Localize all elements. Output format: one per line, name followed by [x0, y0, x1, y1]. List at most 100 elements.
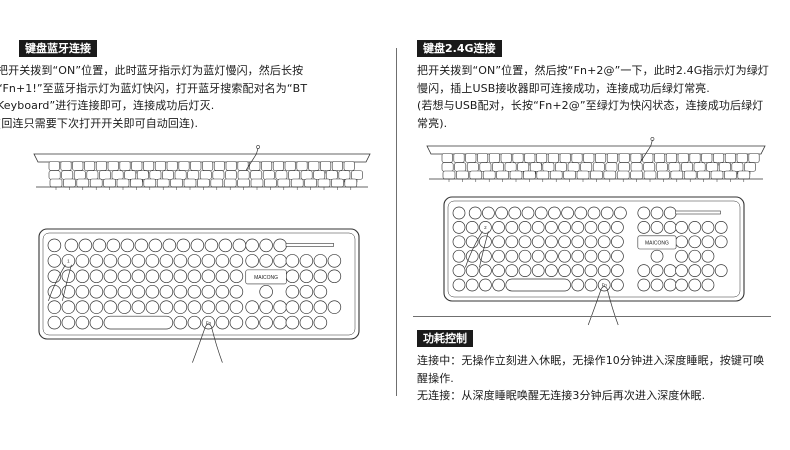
keycap: [574, 206, 588, 220]
numpad-keycap: [299, 254, 314, 268]
power-line-1: 连接中：无操作立刻进入休眠，无操作10分钟进入深度睡眠，按键可唤: [417, 354, 765, 367]
keycap: [452, 206, 466, 220]
keycap: [545, 235, 558, 249]
side-keycap: [237, 170, 250, 180]
keycap: [89, 284, 104, 299]
numpad-keycap: [675, 264, 688, 277]
nav-keycap: [663, 278, 677, 292]
keycap: [75, 300, 90, 314]
keycap: [64, 238, 79, 253]
keycap: [584, 221, 598, 234]
numpad-keycap: [313, 269, 328, 284]
hand-pointer-icon: [465, 231, 489, 268]
side-keycap: [677, 153, 689, 163]
brand-label: MAICONG: [645, 241, 669, 247]
bluetooth-line-3: Keyboard”进行连接即可，连接成功后灯灭.: [0, 99, 215, 112]
keycap: [597, 278, 611, 292]
side-keycap: [202, 161, 214, 171]
keycap: [187, 315, 202, 330]
power-line-3: 无连接：从深度睡眠唤醒无连接3分钟后再次进入深度休眠.: [417, 389, 706, 402]
wireless-instructions: 把开关拨到“ON”位置，然后按“Fn+2@”一下，此时2.4G指示灯为绿灯 慢闪…: [417, 62, 769, 132]
side-keycap: [683, 170, 697, 180]
numpad-keycap: [714, 264, 728, 277]
side-keycap: [482, 170, 496, 180]
side-keycap: [724, 153, 736, 163]
side-keycap: [250, 178, 264, 188]
keycap: [571, 249, 585, 263]
side-keycap: [225, 170, 237, 180]
numpad-keycap: [701, 264, 715, 277]
keycap: [479, 278, 492, 292]
numpad-keycap: [688, 221, 702, 234]
keyboard-side-view-24g: [426, 137, 766, 182]
nav-keycap: [259, 315, 273, 330]
power-line-2: 醒操作.: [417, 371, 454, 385]
keycap: [518, 221, 532, 234]
keyboard-top-plate: [33, 153, 371, 163]
keycap: [117, 254, 132, 268]
keycap: [545, 249, 558, 263]
numpad-keycap: [675, 235, 688, 249]
keycap: [215, 284, 230, 299]
side-keycap: [655, 162, 668, 172]
keycap: [215, 269, 230, 284]
nav-keycap: [650, 264, 664, 277]
side-keycap: [338, 170, 351, 180]
numpad-keycap: [285, 269, 300, 284]
keycap: [571, 278, 585, 292]
side-keycap: [576, 170, 590, 180]
side-keycap: [466, 162, 479, 172]
keycap: [61, 254, 76, 268]
nav-keycap: [637, 206, 651, 220]
keycap: [229, 284, 244, 299]
keycap: [611, 249, 624, 263]
side-keycap: [275, 170, 288, 180]
bluetooth-instructions: 把开关拨到“ON”位置，此时蓝牙指示灯为蓝灯慢闪，然后长按 “Fn+1!”至蓝牙…: [0, 62, 307, 132]
keycap: [75, 315, 90, 330]
bluetooth-section-title: 键盘蓝牙连接: [19, 40, 97, 57]
side-keycap: [748, 153, 760, 163]
side-keycap: [210, 178, 224, 188]
side-keycap: [689, 153, 701, 163]
side-keycap: [351, 170, 363, 180]
keycap: [78, 238, 93, 253]
side-keycap: [183, 178, 197, 188]
side-keycap: [496, 170, 509, 180]
side-keycap: [654, 153, 666, 163]
side-keycap: [441, 153, 453, 163]
keycap: [452, 235, 466, 249]
hand-pointer-icon: [587, 286, 619, 326]
keyboard-inner-frame: [42, 232, 356, 336]
keycap: [558, 264, 571, 277]
keycap: [229, 315, 244, 330]
keycap: [229, 269, 244, 284]
side-keycap: [143, 178, 157, 188]
numpad-keycap: [285, 315, 300, 330]
numpad-keycap: [675, 278, 688, 292]
keycap: [173, 269, 188, 284]
side-keycap: [469, 170, 483, 180]
keycap: [117, 300, 132, 314]
keycap: [531, 264, 545, 277]
keycap: [479, 264, 492, 277]
side-keycap: [103, 178, 116, 188]
side-keycap: [512, 153, 524, 163]
side-keycap: [320, 161, 332, 171]
keycap: [89, 254, 104, 268]
column-divider: [396, 48, 397, 396]
keycap: [120, 238, 135, 253]
keycap: [103, 284, 118, 299]
side-keycap: [523, 170, 536, 180]
nav-keycap: [273, 254, 287, 268]
side-keycap: [99, 170, 111, 180]
side-keycap: [89, 178, 103, 188]
power-section-title: 功耗控制: [417, 330, 473, 347]
side-keycap: [592, 162, 605, 172]
keycap: [201, 300, 216, 314]
side-keycap: [107, 161, 119, 171]
side-keycap: [517, 162, 530, 172]
keycap: [103, 269, 118, 284]
wireless-section-title: 键盘2.4G连接: [417, 40, 502, 57]
keycap: [558, 249, 571, 263]
